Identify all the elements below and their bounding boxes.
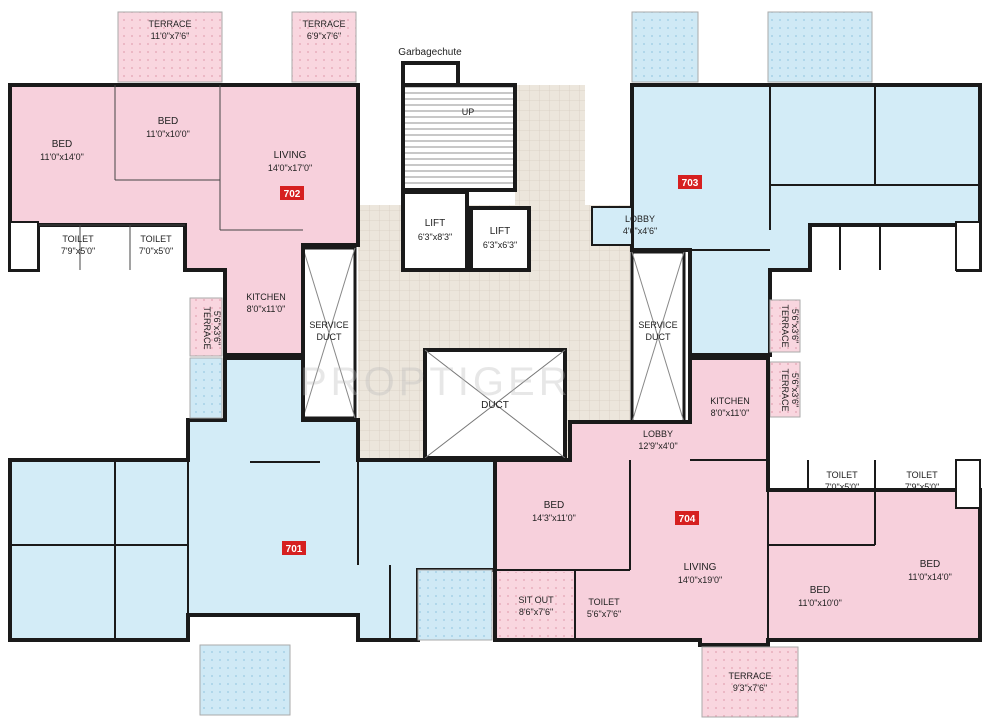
lift-2-dim: 6'3"x6'3" <box>483 240 517 250</box>
kitchen-704-name: KITCHEN <box>710 396 750 406</box>
living-702-dim: 14'0"x17'0" <box>268 163 312 173</box>
service-duct-left-l2: DUCT <box>317 332 342 342</box>
service-duct-right-l1: SERVICE <box>638 320 677 330</box>
bed-704-right-dim: 11'0"x14'0" <box>908 572 952 582</box>
unit-704-side-window <box>955 459 981 509</box>
toilet-704-b-dim: 7'9"x5'0" <box>905 482 939 492</box>
kitchen-704-dim: 8'0"x11'0" <box>711 408 750 418</box>
toilet-702-2-name: TOILET <box>140 234 172 244</box>
unit-701-floor <box>10 358 495 640</box>
stair-block <box>401 83 517 192</box>
terrace-702-top1 <box>117 11 223 83</box>
stair-up-label: UP <box>462 107 475 117</box>
unit-702-inner-walls <box>38 85 303 270</box>
toilet-704-b-name: TOILET <box>906 470 938 480</box>
kitchen-702-dim: 8'0"x11'0" <box>247 304 286 314</box>
terrace-703-2 <box>769 361 801 418</box>
lobby-704-name: LOBBY <box>643 429 673 439</box>
lobby-703 <box>591 206 633 246</box>
lift-1-name: LIFT <box>425 218 446 229</box>
lift-1-dim: 6'3"x8'3" <box>418 232 452 242</box>
terrace-704-name: TERRACE <box>728 671 771 681</box>
bed-702-1-name: BED <box>52 139 73 150</box>
unit-703-side-window <box>955 221 981 271</box>
bed-702-2-name: BED <box>158 116 179 127</box>
terrace-704-dim: 9'3"x7'6" <box>733 683 767 693</box>
terrace-703-1 <box>769 299 801 353</box>
lobby-703-dim: 4'6"x4'6" <box>623 226 657 236</box>
unit-702-floor <box>10 85 358 355</box>
lift-2-name: LIFT <box>490 226 511 237</box>
terrace-702-top1-dim: 11'0"x7'6" <box>151 31 190 41</box>
bed-702-2-dim: 11'0"x10'0" <box>146 129 190 139</box>
unit-703-floor <box>632 85 980 355</box>
unit-701-badge: 701 <box>286 544 303 555</box>
living-704-name: LIVING <box>684 562 717 573</box>
unit-704-inner-walls <box>495 459 876 640</box>
toilet-702-1-name: TOILET <box>62 234 94 244</box>
bed-704-mid-dim: 11'0"x10'0" <box>798 598 842 608</box>
service-duct-left-cross <box>302 247 356 419</box>
toilet-704-a-name: TOILET <box>826 470 858 480</box>
unit-701-badge-bg <box>282 541 306 555</box>
kitchen-702-name: KITCHEN <box>246 292 286 302</box>
service-duct-right-cross <box>631 251 685 423</box>
unit-704-floor <box>495 358 980 645</box>
unit-704-badge: 704 <box>679 514 696 525</box>
terrace-703-2-dim: 5'6"x3'6" <box>790 373 800 407</box>
service-duct-left-l1: SERVICE <box>309 320 348 330</box>
lobby-703-name: LOBBY <box>625 214 655 224</box>
watermark: PROPTIGER <box>300 360 572 404</box>
terrace-702-side-dim: 5'6"x3'6" <box>212 311 222 345</box>
terrace-702-side <box>189 297 223 357</box>
toilet-702-2-dim: 7'0"x5'0" <box>139 246 173 256</box>
unit-702-badge: 702 <box>284 189 301 200</box>
unit-702-side-window <box>9 221 39 271</box>
bed-702-1-dim: 11'0"x14'0" <box>40 152 84 162</box>
unit-703-inner-walls <box>690 85 980 270</box>
terrace-702-side-name: TERRACE <box>202 306 212 349</box>
unit-701-inner-walls <box>10 460 391 640</box>
sitout-704-dim: 8'6"x7'6" <box>519 607 553 617</box>
garbage-chute-label: Garbagechute <box>398 47 462 58</box>
toilet-702-1-dim: 7'9"x5'0" <box>61 246 95 256</box>
terrace-702-top2 <box>291 11 357 83</box>
unit-704-badge-bg <box>675 511 699 525</box>
toilet-704-a-dim: 7'0"x5'0" <box>825 482 859 492</box>
unit-702-badge-bg <box>280 186 304 200</box>
terrace-702-top2-dim: 6'9"x7'6" <box>307 31 341 41</box>
terrace-703-1-dim: 5'6"x3'6" <box>790 309 800 343</box>
terrace-701-side <box>189 357 223 419</box>
toilet-704-mid-dim: 5'6"x7'6" <box>587 609 621 619</box>
terrace-704 <box>701 646 799 718</box>
terrace-703-2-name: TERRACE <box>780 368 790 411</box>
sitout-704-name: SIT OUT <box>518 595 554 605</box>
bed-704-mid-name: BED <box>810 585 831 596</box>
toilet-704-mid-name: TOILET <box>588 597 620 607</box>
bed-704-right-name: BED <box>920 559 941 570</box>
garbage-chute <box>401 61 460 87</box>
terrace-702-top2-name: TERRACE <box>302 19 345 29</box>
lift-2 <box>469 206 531 272</box>
terrace-701-bottom <box>199 644 291 716</box>
lobby-704-dim: 12'9"x4'0" <box>638 441 677 451</box>
terrace-703-1-name: TERRACE <box>780 304 790 347</box>
unit-703-badge-bg <box>678 175 702 189</box>
terrace-702-top1-name: TERRACE <box>148 19 191 29</box>
central-duct-label: DUCT <box>481 400 509 411</box>
sitout-704 <box>498 572 573 638</box>
living-704-dim: 14'0"x19'0" <box>678 575 722 585</box>
bed-704-left-name: BED <box>544 500 565 511</box>
unit-703-badge: 703 <box>682 178 699 189</box>
bed-704-left-dim: 14'3"x11'0" <box>532 513 576 523</box>
living-702-name: LIVING <box>274 150 307 161</box>
lift-1 <box>401 190 469 272</box>
terrace-703-top1 <box>631 11 699 83</box>
service-duct-right-l2: DUCT <box>646 332 671 342</box>
central-duct-cross <box>424 349 566 459</box>
terrace-701-right <box>417 569 493 641</box>
terrace-703-top2 <box>767 11 873 83</box>
